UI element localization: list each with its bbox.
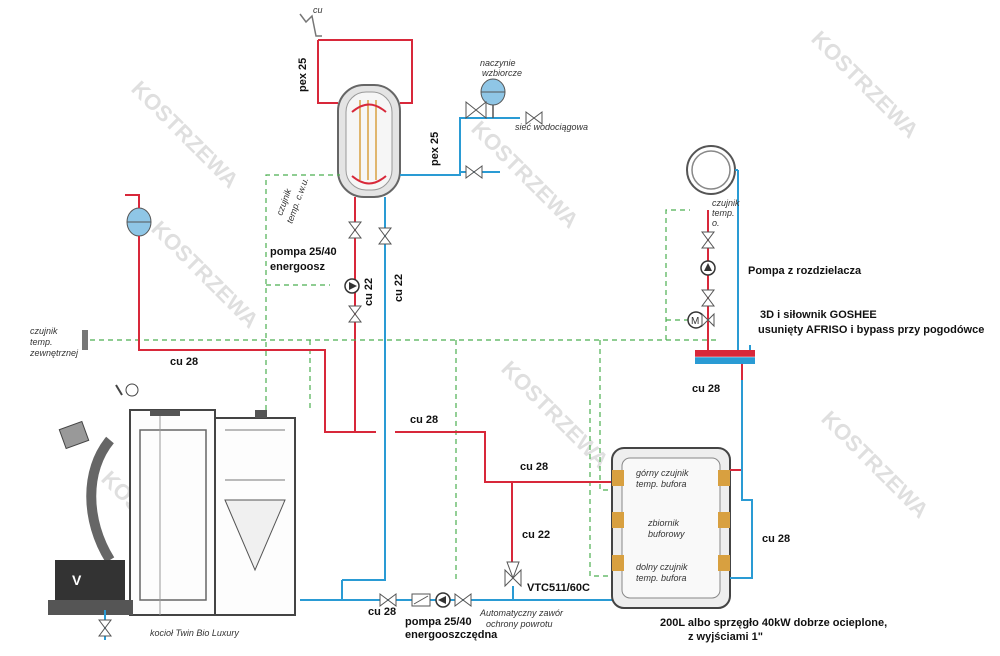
czujnik-o-label-2: temp.	[712, 208, 735, 218]
czujnik-zew-label-2: temp.	[30, 337, 53, 347]
valve-icon	[98, 619, 112, 637]
cu-22-vertical-label-b: cu 22	[393, 274, 405, 302]
pump-icon	[344, 278, 360, 294]
temperature-sensor-icon	[82, 330, 88, 350]
czujnik-zew-label-3: zewnętrznej	[29, 348, 79, 358]
pump-icon	[435, 592, 451, 608]
wzbiorcze-label: wzbiorcze	[482, 68, 522, 78]
boiler-logo: V	[72, 572, 82, 588]
cu-28-label-c: cu 28	[520, 461, 548, 473]
expansion-vessel-icon	[480, 78, 506, 118]
watermark-2: KOSTRZEWA	[146, 216, 263, 333]
pex-25-left-label: pex 25	[297, 58, 309, 92]
cu-28-label-e: cu 28	[692, 383, 720, 395]
cu-22-vertical-label-a: cu 22	[363, 278, 375, 306]
pump-icon	[700, 260, 716, 276]
czujnik-o-label-3: o.	[712, 218, 720, 228]
zbiornik-label-2: buforowy	[648, 529, 685, 539]
czujnik-o-label-1: czujnik	[712, 198, 740, 208]
buffer-tank	[611, 447, 731, 609]
gorny-czujnik-label-2: temp. bufora	[636, 479, 687, 489]
watermark-6: KOSTRZEWA	[816, 406, 933, 523]
valve-icon	[701, 231, 715, 307]
pompa-25-40-label-bottom: pompa 25/40	[405, 616, 472, 628]
siec-label: sieć wodociągowa	[515, 122, 588, 132]
pompa-25-40-label-top: pompa 25/40	[270, 246, 337, 258]
vtc-label: VTC511/60C	[527, 582, 590, 594]
tap-icon	[299, 13, 322, 37]
manifold-icon	[695, 350, 755, 364]
watermark-3: KOSTRZEWA	[466, 116, 583, 233]
cu-28-label-a: cu 28	[170, 356, 198, 368]
filter-icon	[411, 593, 431, 607]
valve-icon	[348, 221, 392, 323]
energoosz-label: energoosz	[270, 261, 326, 273]
czujnik-zew-label-1: czujnik	[30, 326, 58, 336]
auto-valve-label-2: ochrony powrotu	[486, 619, 553, 629]
gauge-icon	[115, 383, 139, 397]
naczynie-label: naczynie	[480, 58, 516, 68]
buffer-desc-label-1: 200L albo sprzęgło 40kW dobrze ocieplone…	[660, 617, 887, 629]
motor-icon: M	[687, 311, 715, 329]
gorny-czujnik-label-1: górny czujnik	[636, 468, 689, 478]
auto-valve-label-1: Automatyczny zawór	[479, 608, 564, 618]
three-way-valve-icon	[504, 561, 522, 588]
boiler: V	[48, 409, 296, 616]
goshee-label-2: usunięty AFRISO i bypass przy pogodówce	[758, 324, 984, 336]
valve-icon	[379, 593, 472, 607]
motor-label: M	[691, 316, 699, 327]
cu-28-label-f: cu 28	[762, 533, 790, 545]
zbiornik-label-1: zbiornik	[647, 518, 680, 528]
cu-28-label-b: cu 28	[410, 414, 438, 426]
kociol-label: kocioł Twin Bio Luxury	[150, 628, 239, 638]
valve-icon	[465, 100, 543, 179]
watermark-4: KOSTRZEWA	[496, 356, 613, 473]
watermark-5: KOSTRZEWA	[806, 26, 923, 143]
cu-22-h-label: cu 22	[522, 529, 550, 541]
dolny-czujnik-label-2: temp. bufora	[636, 573, 687, 583]
pompa-rozdz-label: Pompa z rozdzielacza	[748, 265, 862, 277]
energooszczedna-label: energooszczędna	[405, 629, 498, 641]
cu-28-label-d: cu 28	[368, 606, 396, 618]
pex-25-right-label: pex 25	[429, 132, 441, 166]
expansion-vessel-icon	[126, 207, 152, 237]
cu-top-label: cu	[313, 5, 323, 15]
radiator-icon	[686, 145, 736, 195]
dolny-czujnik-label-1: dolny czujnik	[636, 562, 688, 572]
watermark-1: KOSTRZEWA	[126, 76, 243, 193]
buffer-desc-label-2: z wyjściami 1"	[688, 631, 763, 643]
goshee-label-1: 3D i siłownik GOSHEE	[760, 309, 877, 321]
dhw-tank	[337, 84, 401, 198]
